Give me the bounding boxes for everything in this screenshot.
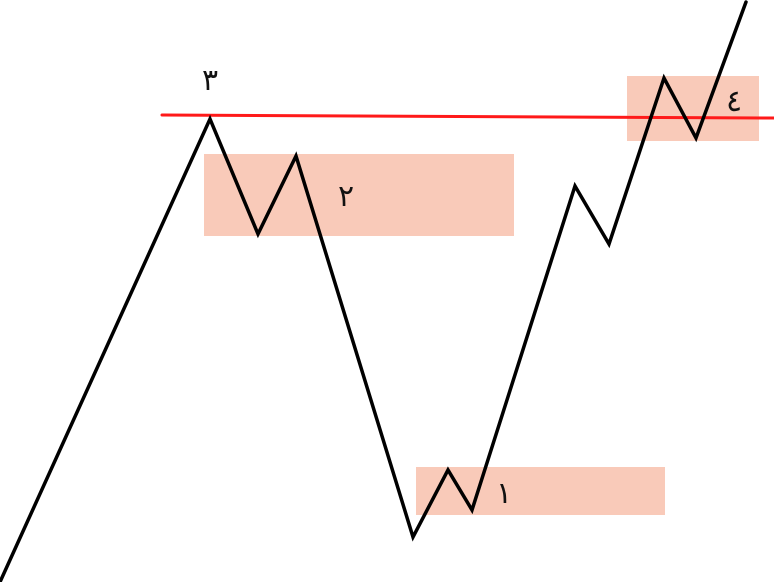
label-zone-4: ٤ (726, 84, 742, 119)
label-zone-2: ٢ (338, 179, 354, 214)
zone-1-box (416, 467, 665, 515)
label-zone-1: ١ (496, 476, 512, 511)
resistance-line (160, 113, 774, 120)
price-line (0, 0, 748, 582)
zone-2-box (204, 154, 514, 236)
label-peak-3: ٣ (202, 63, 218, 98)
